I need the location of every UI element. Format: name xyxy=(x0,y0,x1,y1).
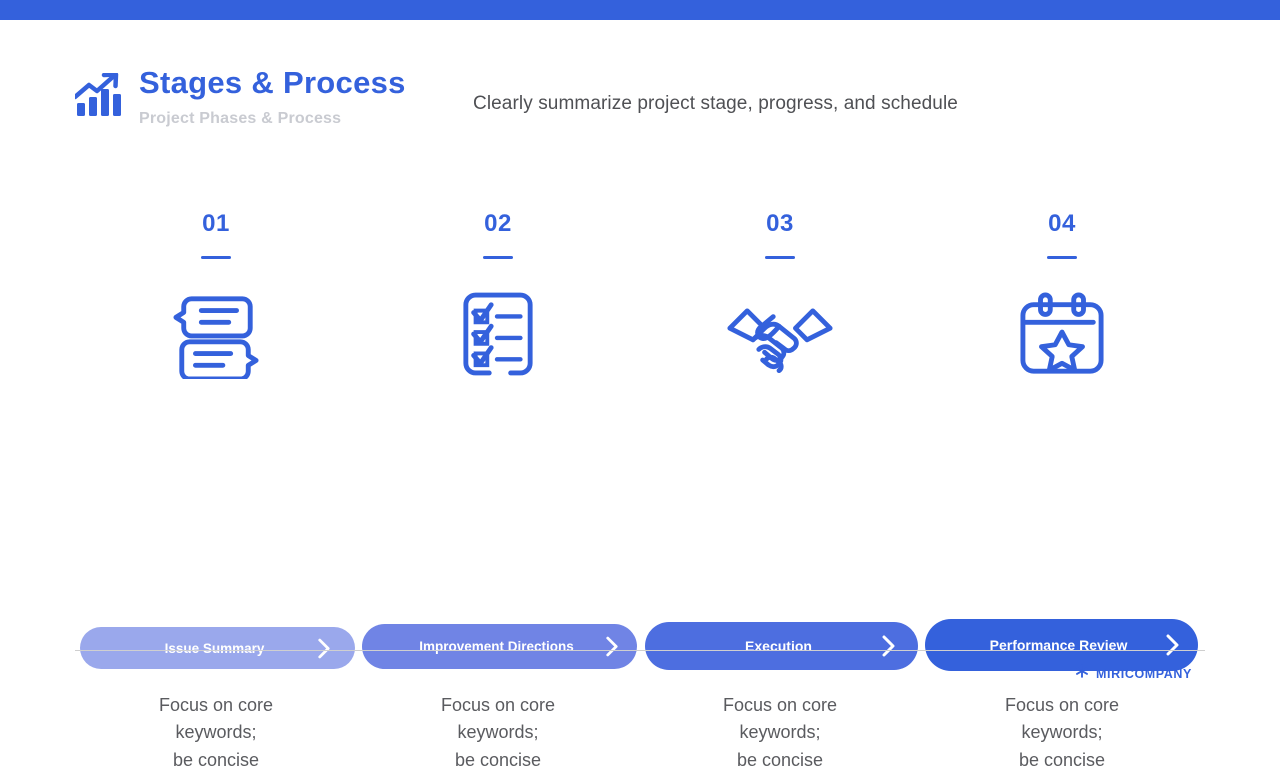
step-number-underline xyxy=(483,256,513,259)
page-subtitle: Project Phases & Process xyxy=(139,109,342,127)
step-number: 01 xyxy=(202,210,230,237)
step-number: 02 xyxy=(484,210,512,237)
step-number: 03 xyxy=(766,210,794,237)
footer-brand: MIRICOMPANY xyxy=(1075,664,1192,683)
checklist-clipboard-icon xyxy=(460,289,536,379)
step-item: 03 xyxy=(639,200,921,600)
slide-header: Stages & Process Project Phases & Proces… xyxy=(72,65,1205,165)
bar-chart-growth-icon xyxy=(72,72,125,119)
footer-brand-name: MIRICOMPANY xyxy=(1096,666,1192,681)
step-number: 04 xyxy=(1048,210,1076,237)
calendar-star-icon xyxy=(1017,289,1107,379)
step-number-underline xyxy=(1047,256,1077,259)
asterisk-starburst-icon xyxy=(1075,664,1089,683)
step-item: 01 xyxy=(75,200,357,600)
steps-container: 01 02 xyxy=(75,200,1205,600)
footer-divider xyxy=(75,650,1205,651)
chevron-right-icon xyxy=(316,637,331,660)
page-title: Stages & Process xyxy=(139,65,406,100)
stage-pill-label: Improvement Directions xyxy=(419,639,574,654)
chevron-right-icon xyxy=(604,635,619,658)
title-block: Stages & Process Project Phases & Proces… xyxy=(72,65,406,128)
chevron-right-icon xyxy=(880,634,896,658)
stage-pill-row: Issue Summary Improvement Directions Exe… xyxy=(75,618,1205,678)
stage-pill-performance-review[interactable]: Performance Review xyxy=(925,619,1198,671)
step-number-underline xyxy=(765,256,795,259)
handshake-icon xyxy=(726,289,834,379)
stage-pill-issue-summary[interactable]: Issue Summary xyxy=(80,627,355,669)
slide-canvas: Stages & Process Project Phases & Proces… xyxy=(0,20,1280,770)
step-number-underline xyxy=(201,256,231,259)
step-item: 04 xyxy=(921,200,1203,600)
chevron-right-icon xyxy=(1164,633,1180,657)
top-accent-bar xyxy=(0,0,1280,20)
header-description: Clearly summarize project stage, progres… xyxy=(473,93,958,114)
stage-pill-label: Execution xyxy=(745,638,812,654)
stage-pill-label: Issue Summary xyxy=(164,640,265,656)
step-item: 02 xyxy=(357,200,639,600)
speech-bubbles-icon xyxy=(172,289,260,379)
stage-pill-execution[interactable]: Execution xyxy=(645,622,918,670)
stage-pill-improvement-directions[interactable]: Improvement Directions xyxy=(362,624,637,669)
stage-pill-label: Performance Review xyxy=(989,637,1128,653)
